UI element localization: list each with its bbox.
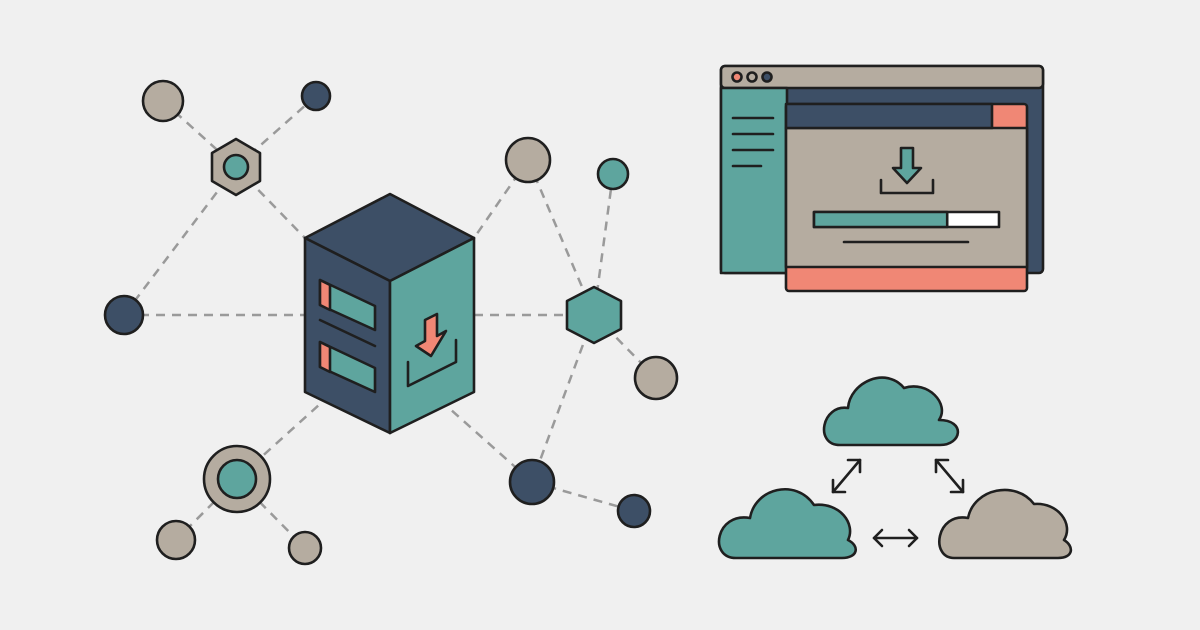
network-node xyxy=(616,493,652,529)
window-dot xyxy=(761,71,773,83)
edge xyxy=(530,314,596,483)
back-window-titlebar xyxy=(719,64,1045,90)
edge xyxy=(123,166,237,316)
cloud-icon xyxy=(717,488,857,560)
cloud-icon xyxy=(938,488,1073,560)
network-node xyxy=(633,355,679,401)
dialog-download-icon xyxy=(879,146,935,195)
window-dot xyxy=(746,71,758,83)
browser-window-icon xyxy=(719,64,1045,293)
network-node xyxy=(103,294,145,336)
hex-node-core xyxy=(222,153,250,181)
edge xyxy=(235,95,317,168)
network-node xyxy=(141,79,185,123)
cloud-sync-group xyxy=(717,376,1073,560)
network-nodes xyxy=(103,79,679,566)
ring-node-core xyxy=(216,458,258,500)
network-node xyxy=(155,519,197,561)
sidebar-panel xyxy=(719,86,789,275)
progress-bar-fill xyxy=(812,210,949,229)
download-arrow-icon xyxy=(406,312,458,388)
network-node xyxy=(504,136,552,184)
double-arrow-icon xyxy=(872,528,919,548)
edge xyxy=(526,159,596,316)
window-dot xyxy=(731,71,743,83)
network-node xyxy=(287,530,323,566)
dialog-titlebar xyxy=(784,102,994,130)
network-node xyxy=(596,157,630,191)
network-node xyxy=(508,458,556,506)
cloud-icon xyxy=(822,376,960,447)
server-cube-icon xyxy=(303,192,476,435)
double-arrow-icon xyxy=(831,458,862,494)
vent-line xyxy=(318,318,377,348)
network-node xyxy=(300,80,332,112)
hex-node xyxy=(565,285,623,345)
drive-bay xyxy=(318,278,377,332)
double-arrow-icon xyxy=(934,458,965,494)
drive-bay xyxy=(318,340,377,394)
